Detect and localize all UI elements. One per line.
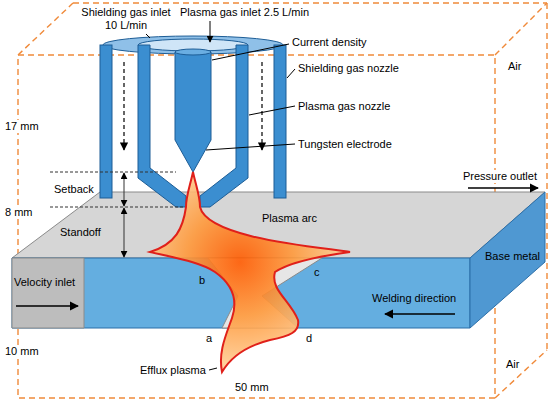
domain-edge [546,3,547,350]
point-label: d [306,332,312,345]
domain-label: Air [508,60,521,73]
part-label: Base metal [485,250,540,263]
flow-arrow [123,62,124,150]
boundary-label: Velocity inlet [14,276,75,289]
gas-flow [124,62,262,150]
point-label: a [206,332,212,345]
part-label: Plasma gas nozzle [298,100,390,113]
inlet-label: Shielding gas inlet 10 L/min [78,6,174,32]
domain-edge [73,2,547,3]
part-label: Tungsten electrode [298,138,392,151]
point-label: b [199,274,205,287]
leader-line [146,34,150,38]
shielding-nozzle-wall [100,45,112,198]
dimension-label: Standoff [60,226,101,239]
direction-label: Welding direction [372,292,456,305]
leader-line [210,21,211,42]
dimension-label: 50 mm [235,381,269,394]
leader-line [212,44,289,60]
leader-line [287,69,295,78]
outlet-arrow [468,187,538,188]
inlet-face [12,258,84,328]
domain-edge [495,350,547,398]
dimension-line [50,207,186,208]
plasma-arc [150,172,350,372]
dimension-label: 10 mm [4,345,40,358]
part-label: Plasma arc [262,212,317,225]
point-label: c [314,266,320,279]
domain-edge [18,3,73,55]
inlet-label: Plasma gas inlet 2.5 L/min [180,6,309,19]
dimension-label: 8 mm [4,206,34,219]
domain-edge [495,3,547,55]
dimension-arrow [124,173,125,206]
part-label: Current density [292,36,367,49]
boundary-label: Pressure outlet [462,170,538,183]
part-label: Efflux plasma [140,364,206,377]
direction-arrow [385,313,455,314]
leader-line [249,106,295,115]
dimension-line [50,172,176,173]
electrode-top [175,49,211,55]
shielding-nozzle-wall [274,45,286,198]
inlet-arrow [16,305,78,306]
leader-line [209,368,217,370]
tungsten-electrode [175,52,211,172]
leader-line [206,144,295,150]
leaders [16,21,538,370]
slab-right-face [470,192,545,328]
dimension-label: Setback [54,183,94,196]
dimension-arrow [124,208,125,257]
domain-label: Air [506,358,519,371]
dimension-label: 17 mm [4,120,40,133]
part-label: Shielding gas nozzle [298,62,399,75]
flow-arrow [261,62,262,150]
